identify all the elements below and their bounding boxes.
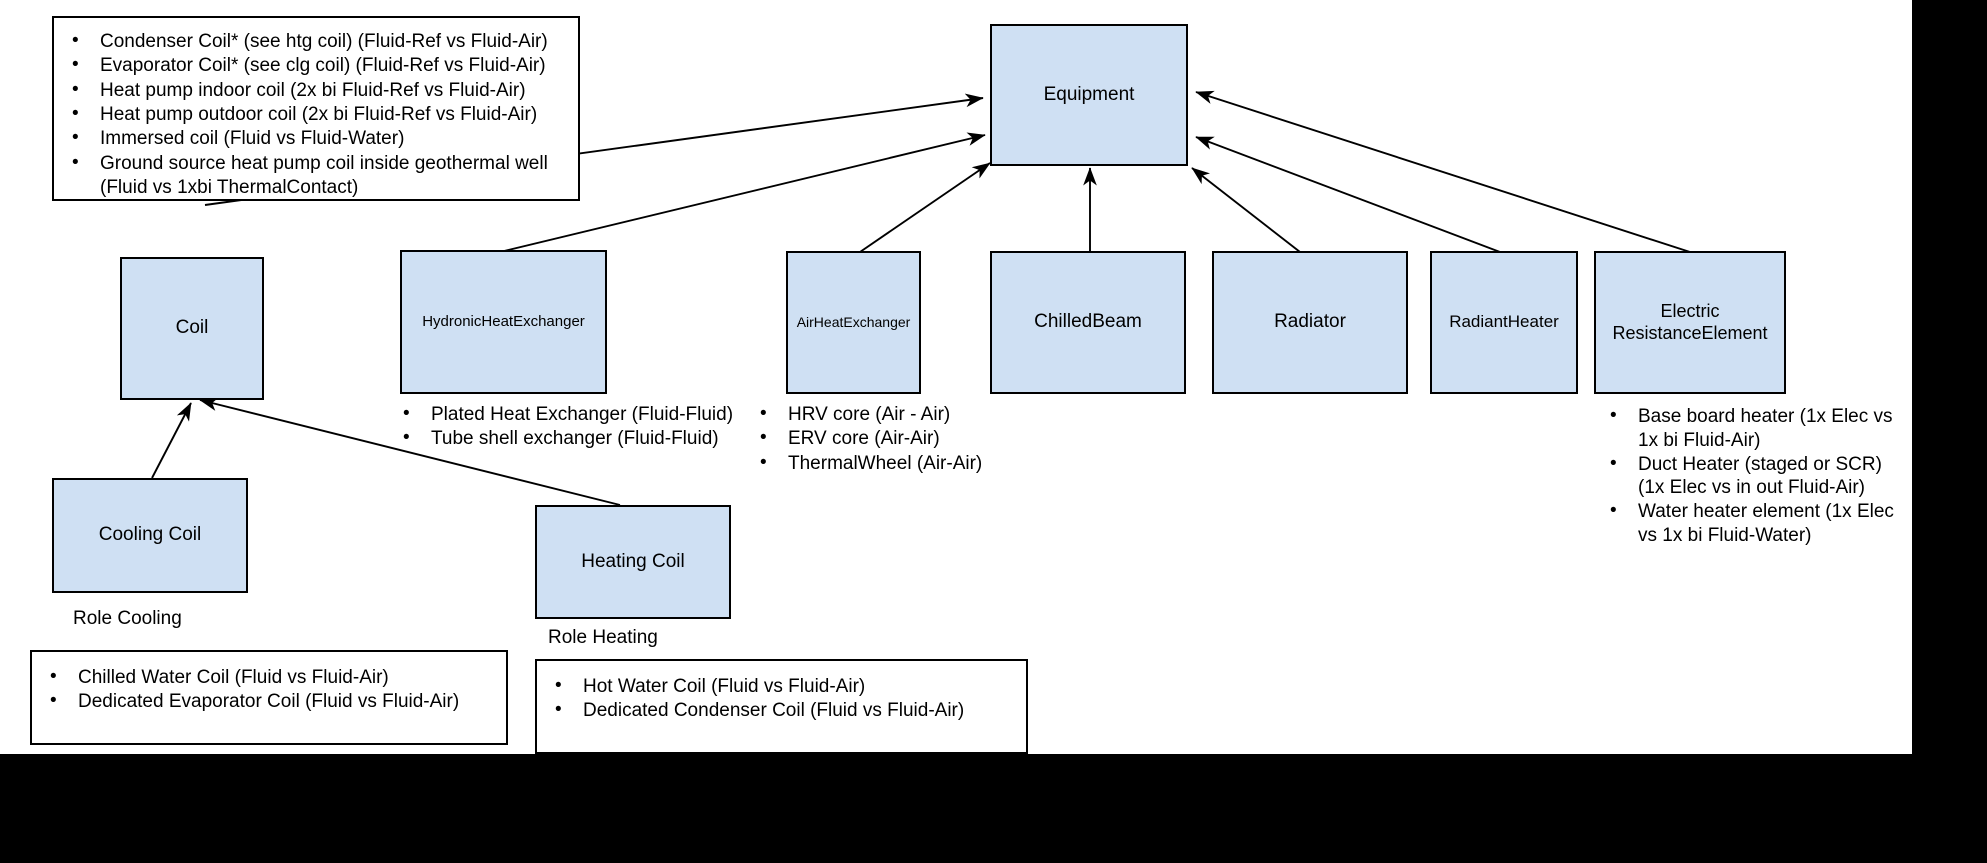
node-coil[interactable]: Coil (120, 257, 264, 400)
air-heat-exchanger-examples-box: HRV core (Air - Air)ERV core (Air-Air)Th… (742, 402, 1022, 476)
coil-examples-box: Condenser Coil* (see htg coil) (Fluid-Re… (52, 16, 580, 201)
node-radiant-heater-label: RadiantHeater (1449, 312, 1559, 332)
edge-layer (151, 90, 1691, 506)
list-item: Dedicated Evaporator Coil (Fluid vs Flui… (32, 689, 506, 714)
edge-airhx-equipment (859, 162, 991, 253)
edge-radiator-equipment (1191, 167, 1301, 253)
electric-resistance-examples-box: Base board heater (1x Elec vs 1x bi Flui… (1592, 404, 1902, 548)
node-electric-resistance-element[interactable]: Electric ResistanceElement (1594, 251, 1786, 394)
electric-resistance-examples-list: Base board heater (1x Elec vs 1x bi Flui… (1592, 404, 1902, 548)
list-item: Water heater element (1x Elec vs 1x bi F… (1592, 499, 1902, 548)
list-item: ERV core (Air-Air) (742, 426, 1022, 451)
coil-examples-list: Condenser Coil* (see htg coil) (Fluid-Re… (54, 29, 578, 201)
node-heating-coil[interactable]: Heating Coil (535, 505, 731, 619)
list-item: Plated Heat Exchanger (Fluid-Fluid) (385, 402, 745, 427)
list-item: Chilled Water Coil (Fluid vs Fluid-Air) (32, 665, 506, 690)
list-item: Heat pump indoor coil (2x bi Fluid-Ref v… (54, 78, 578, 103)
node-cooling-coil[interactable]: Cooling Coil (52, 478, 248, 593)
node-hydronic-heat-exchanger[interactable]: HydronicHeatExchanger (400, 250, 607, 394)
list-item: Ground source heat pump coil inside geot… (54, 151, 578, 201)
air-heat-exchanger-examples-list: HRV core (Air - Air)ERV core (Air-Air)Th… (742, 402, 1022, 476)
role-label-heating: Role Heating (548, 627, 658, 648)
list-item: ThermalWheel (Air-Air) (742, 451, 1022, 476)
heating-coil-examples-list: Hot Water Coil (Fluid vs Fluid-Air)Dedic… (537, 674, 1026, 724)
edge-heatingcoil-coil (199, 397, 621, 506)
list-item: Evaporator Coil* (see clg coil) (Fluid-R… (54, 53, 578, 78)
list-item: HRV core (Air - Air) (742, 402, 1022, 427)
edge-coolingcoil-coil (151, 402, 192, 479)
edge-radiantheater-equipment (1195, 136, 1501, 253)
node-air-heat-exchanger-label: AirHeatExchanger (796, 314, 911, 331)
node-radiator-label: Radiator (1274, 311, 1346, 333)
list-item: Duct Heater (staged or SCR) (1x Elec vs … (1592, 452, 1902, 501)
edge-electricresistance-equipment (1195, 90, 1691, 253)
cooling-coil-examples-box: Chilled Water Coil (Fluid vs Fluid-Air)D… (30, 650, 508, 745)
role-label-cooling: Role Cooling (73, 608, 182, 629)
node-chilled-beam[interactable]: ChilledBeam (990, 251, 1186, 394)
diagram-canvas: Equipment Coil HydronicHeatExchanger Air… (0, 0, 1912, 754)
node-equipment-label: Equipment (1043, 83, 1135, 105)
node-hydronic-heat-exchanger-label: HydronicHeatExchanger (422, 313, 585, 330)
list-item: Dedicated Condenser Coil (Fluid vs Fluid… (537, 698, 1026, 723)
list-item: Hot Water Coil (Fluid vs Fluid-Air) (537, 674, 1026, 699)
edge-hydronic-equipment (499, 132, 986, 253)
hydronic-examples-list: Plated Heat Exchanger (Fluid-Fluid)Tube … (385, 402, 745, 452)
list-item: Base board heater (1x Elec vs 1x bi Flui… (1592, 404, 1902, 453)
node-equipment[interactable]: Equipment (990, 24, 1188, 166)
node-heating-coil-label: Heating Coil (581, 550, 685, 572)
list-item: Heat pump outdoor coil (2x bi Fluid-Ref … (54, 102, 578, 127)
list-item: Condenser Coil* (see htg coil) (Fluid-Re… (54, 29, 578, 54)
list-item: Tube shell exchanger (Fluid-Fluid) (385, 426, 745, 451)
node-radiant-heater[interactable]: RadiantHeater (1430, 251, 1578, 394)
node-chilled-beam-label: ChilledBeam (1034, 311, 1142, 333)
node-air-heat-exchanger[interactable]: AirHeatExchanger (786, 251, 921, 394)
node-radiator[interactable]: Radiator (1212, 251, 1408, 394)
node-coil-label: Coil (175, 317, 209, 339)
node-electric-resistance-element-label-line2: ResistanceElement (1612, 322, 1768, 343)
heating-coil-examples-box: Hot Water Coil (Fluid vs Fluid-Air)Dedic… (535, 659, 1028, 754)
cooling-coil-examples-list: Chilled Water Coil (Fluid vs Fluid-Air)D… (32, 665, 506, 715)
node-cooling-coil-label: Cooling Coil (98, 524, 202, 546)
list-item: Immersed coil (Fluid vs Fluid-Water) (54, 126, 578, 151)
hydronic-examples-box: Plated Heat Exchanger (Fluid-Fluid)Tube … (385, 402, 745, 452)
node-electric-resistance-element-label-line1: Electric (1660, 300, 1720, 321)
